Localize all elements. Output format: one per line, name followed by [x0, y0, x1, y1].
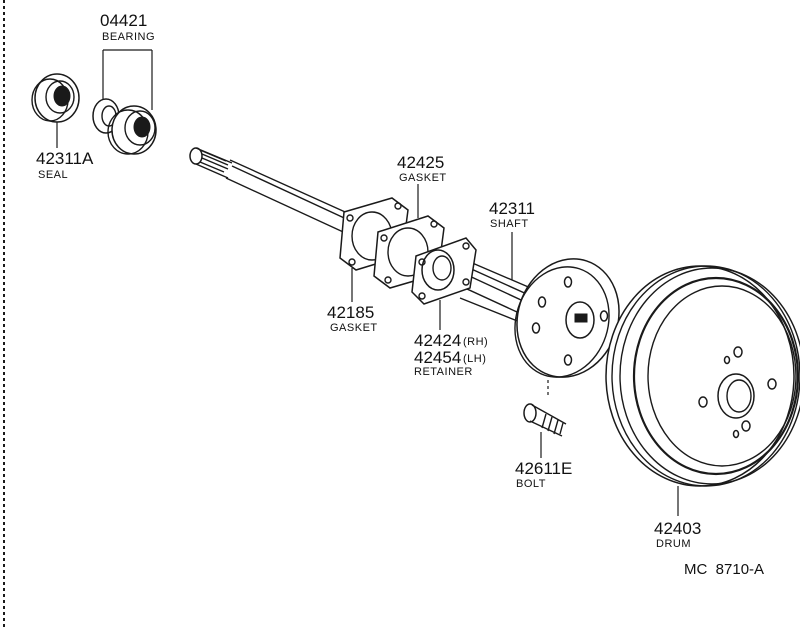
- gasket-outer-part-number: 42425: [397, 153, 444, 172]
- bearing-outer-race[interactable]: [107, 105, 157, 155]
- gasket-inner-part-number: 42185: [327, 303, 374, 322]
- drum-part-number: 42403: [654, 519, 701, 538]
- shaft-name: SHAFT: [490, 218, 529, 230]
- brake-drum-part[interactable]: [605, 265, 800, 487]
- bearing-name: BEARING: [102, 31, 155, 43]
- drum-name: DRUM: [656, 538, 691, 550]
- retainer-rh-side: (RH): [463, 336, 488, 348]
- retainer-part[interactable]: [411, 237, 477, 305]
- bolt-part-number: 42611E: [515, 459, 572, 478]
- hub-flange[interactable]: [501, 245, 634, 390]
- gasket-outer-name: GASKET: [399, 172, 447, 184]
- retainer-rh-part-number: 42424: [414, 331, 461, 350]
- seal-name: SEAL: [38, 169, 68, 181]
- hub-bolt-part[interactable]: [523, 403, 567, 437]
- shaft-part-number: 42311: [489, 199, 535, 218]
- seal-part-number: 42311A: [36, 149, 94, 168]
- bearing-part-number: 04421: [100, 11, 147, 30]
- seal-part[interactable]: [31, 73, 80, 123]
- retainer-lh-side: (LH): [463, 353, 486, 365]
- retainer-lh-part-number: 42454: [414, 348, 461, 367]
- retainer-name: RETAINER: [414, 366, 473, 378]
- bolt-name: BOLT: [516, 478, 546, 490]
- gasket-inner-name: GASKET: [330, 322, 378, 334]
- diagram-code: MC 8710-A: [684, 561, 764, 578]
